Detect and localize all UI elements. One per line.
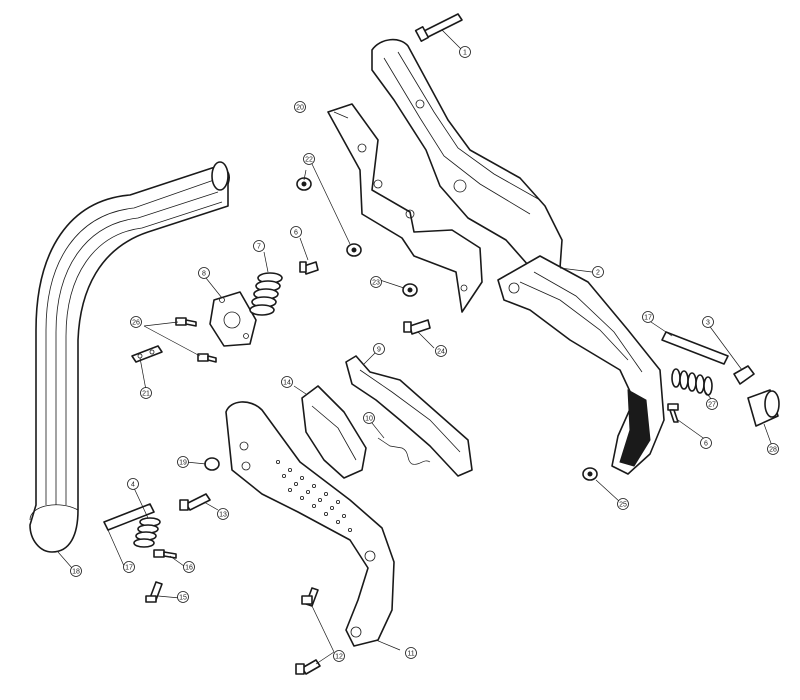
callout-22: 22 — [303, 153, 315, 165]
callout-17-right: 17 — [642, 311, 654, 323]
callout-label-9: 9 — [377, 347, 381, 354]
callout-label-6-right: 6 — [704, 441, 708, 448]
damper-cylinder — [747, 389, 780, 427]
callout-28: 28 — [767, 443, 779, 455]
flat-bracket-left — [103, 503, 155, 531]
callout-label-3: 3 — [706, 320, 710, 327]
flat-bracket-right — [661, 331, 729, 365]
callout-15: 15 — [177, 591, 189, 603]
callout-label-6-top: 6 — [294, 230, 298, 237]
callout-6-right: 6 — [700, 437, 712, 449]
callout-25: 25 — [617, 498, 629, 510]
callout-label-1: 1 — [463, 50, 467, 57]
callout-label-12: 12 — [335, 654, 343, 661]
callout-label-7: 7 — [257, 244, 261, 251]
nut-22-top — [296, 177, 312, 191]
screw-24 — [403, 319, 431, 335]
callout-label-18: 18 — [72, 569, 80, 576]
screw-6b — [667, 403, 679, 423]
callout-20: 20 — [294, 101, 306, 113]
coil-spring-small — [133, 517, 161, 548]
callout-7: 7 — [253, 240, 265, 252]
callout-label-16: 16 — [185, 565, 193, 572]
callout-label-11: 11 — [407, 651, 414, 658]
callout-label-21: 21 — [142, 391, 150, 398]
screw-26a — [175, 317, 197, 327]
callout-4: 4 — [127, 478, 139, 490]
callout-9: 9 — [373, 343, 385, 355]
callout-label-19: 19 — [179, 460, 187, 467]
trigger-lever — [345, 355, 473, 477]
callout-label-26: 26 — [132, 320, 140, 327]
callout-17-left: 17 — [123, 561, 135, 573]
screw-26b — [197, 353, 217, 363]
callout-label-14: 14 — [283, 380, 291, 387]
screw-16 — [153, 549, 177, 559]
nut-25 — [582, 467, 598, 481]
callout-label-13: 13 — [219, 512, 227, 519]
callout-1: 1 — [459, 46, 471, 58]
nut-22-mid — [346, 243, 362, 257]
rear-handle-upper-frame — [371, 38, 563, 275]
callout-11: 11 — [405, 647, 417, 659]
callout-12: 12 — [333, 650, 345, 662]
coil-spring-right — [671, 368, 713, 396]
callout-10: 10 — [363, 412, 375, 424]
callout-16: 16 — [183, 561, 195, 573]
screw-12a — [301, 587, 319, 607]
trigger-spring — [377, 437, 431, 465]
callout-13: 13 — [217, 508, 229, 520]
callout-label-15: 15 — [179, 595, 187, 602]
callout-26: 26 — [130, 316, 142, 328]
screw-12b — [295, 659, 321, 675]
bolt-13 — [179, 493, 211, 511]
callout-18: 18 — [70, 565, 82, 577]
screw-15 — [145, 581, 163, 603]
callout-6-top: 6 — [290, 226, 302, 238]
callout-label-23: 23 — [372, 280, 380, 287]
coil-spring — [249, 272, 283, 316]
callout-label-20: 20 — [296, 105, 304, 112]
callout-label-17-left: 17 — [125, 565, 133, 572]
callout-21: 21 — [140, 387, 152, 399]
screw-6 — [299, 261, 319, 275]
callout-27: 27 — [706, 398, 718, 410]
callout-label-2: 2 — [596, 270, 600, 277]
nut-23 — [402, 283, 418, 297]
callout-2: 2 — [592, 266, 604, 278]
cover-plate — [301, 385, 367, 479]
callout-label-25: 25 — [619, 502, 627, 509]
callout-label-8: 8 — [202, 271, 206, 278]
bolt-1 — [414, 13, 463, 42]
callout-label-24: 24 — [437, 349, 445, 356]
callout-23: 23 — [370, 276, 382, 288]
callout-14: 14 — [281, 376, 293, 388]
callout-label-27: 27 — [708, 402, 716, 409]
front-handle-bar — [29, 161, 230, 553]
callout-label-4: 4 — [131, 482, 135, 489]
callout-label-10: 10 — [365, 416, 373, 423]
callout-8: 8 — [198, 267, 210, 279]
nut-21 — [131, 345, 163, 363]
callout-label-28: 28 — [769, 447, 777, 454]
callout-3: 3 — [702, 316, 714, 328]
callout-label-17-right: 17 — [644, 315, 652, 322]
pin — [733, 365, 755, 385]
callout-24: 24 — [435, 345, 447, 357]
heat-shield-plate — [327, 103, 483, 313]
gasket — [209, 291, 257, 347]
rear-handle-lower-frame — [497, 255, 665, 475]
callout-19: 19 — [177, 456, 189, 468]
plug-19 — [204, 457, 220, 471]
leader-lines — [57, 29, 773, 665]
rear-handle-cover — [225, 401, 395, 647]
callout-label-22: 22 — [305, 157, 313, 164]
